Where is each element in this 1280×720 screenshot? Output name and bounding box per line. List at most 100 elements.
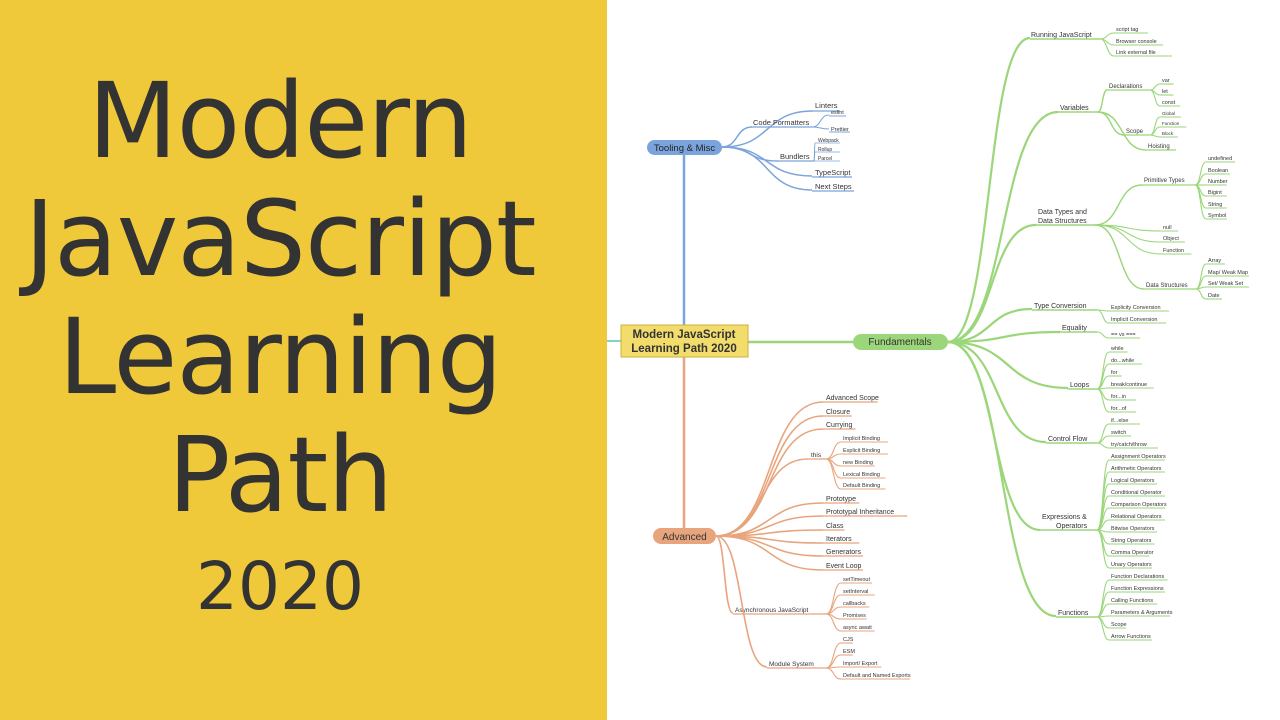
leaf-node: ESM (843, 649, 855, 655)
leaf-node: Comparison Operators (1111, 502, 1167, 508)
connector-line (825, 613, 842, 632)
leaf-node: Default and Named Exports (843, 673, 911, 679)
connector-line (1096, 529, 1110, 569)
leaf-node: Relational Operators (1111, 514, 1162, 520)
leaf-node: Set/ Weak Set (1208, 281, 1244, 287)
fundamentals-node (853, 334, 948, 350)
connector-line (721, 126, 753, 148)
connector-line (1099, 32, 1115, 40)
leaf-node: Implicit Binding (843, 436, 880, 442)
central-title: Learning Path 2020 (631, 343, 736, 355)
variables-label: Variables (1060, 105, 1089, 112)
leaf-node: undefined (1208, 156, 1232, 162)
leaf-node: String (1208, 202, 1222, 208)
leaf-node: setTimeout (843, 577, 870, 583)
leaf-node: Browser console (1116, 39, 1157, 45)
leaf-node: Conditional Operator (1111, 490, 1162, 496)
leaf-node: Function Expressions (1111, 586, 1164, 592)
typescript-label: TypeScript (815, 168, 851, 177)
leaf-node: const (1162, 100, 1176, 106)
connector-line (947, 340, 1047, 444)
leaf-node: Logical Operators (1111, 478, 1155, 484)
connector-line (715, 535, 824, 571)
connector-line (1097, 89, 1108, 113)
leaf-node: Arrow Functions (1111, 634, 1151, 640)
connector-line (825, 453, 842, 460)
connector-line (825, 458, 842, 490)
leaf-node: Function (1163, 248, 1184, 254)
advanced-item: Class (826, 523, 844, 530)
leaf-node: null (1163, 225, 1172, 231)
connector-line (1149, 134, 1161, 138)
connector-line (811, 114, 830, 128)
connector-line (1149, 116, 1161, 136)
leaf-node: Array (1208, 258, 1221, 264)
control-flow-label: Control Flow (1048, 436, 1088, 443)
leaf-node: String Operators (1111, 538, 1152, 544)
equality-label: Equality (1062, 325, 1087, 332)
connector-line (715, 535, 768, 668)
connector-line (1096, 442, 1110, 449)
connector-line (721, 146, 813, 191)
connector-line (811, 126, 830, 130)
leaf-node: Explicit Binding (843, 448, 880, 454)
connector-line (1194, 161, 1207, 186)
linters-label: Linters (815, 101, 838, 110)
connector-line (1096, 616, 1110, 641)
leaf-node: switch (1111, 430, 1126, 436)
leaf-node: new Binding (843, 460, 873, 466)
leaf-node: var (1162, 78, 1170, 84)
connector-line (1096, 331, 1110, 339)
scope-label: Scope (1126, 129, 1144, 135)
connector-line (1094, 184, 1143, 226)
connector-line (1096, 471, 1110, 531)
advanced-item: Currying (826, 422, 853, 429)
title-line: Modern (87, 60, 473, 182)
leaf-node: Date (1208, 293, 1220, 299)
connector-line (825, 582, 842, 615)
leaf-node: Scope (1111, 622, 1127, 628)
leaf-node: Lexical Binding (843, 472, 880, 478)
tooling-label: Tooling & Misc (654, 143, 715, 154)
fundamentals-label: Fundamentals (868, 337, 931, 348)
leaf-node: Number (1208, 179, 1228, 185)
connector-line (947, 340, 1069, 390)
leaf-node: Webpack (818, 138, 839, 144)
leaf-node: Boolean (1208, 168, 1228, 174)
leaf-node: Implicit Conversion (1111, 317, 1157, 323)
leaf-node: script tag (1116, 27, 1138, 33)
leaf-node: Comma Operator (1111, 550, 1154, 556)
leaf-node: Parameters & Arguments (1111, 610, 1173, 616)
leaf-node: Assignment Operators (1111, 454, 1166, 460)
primitive-types-label: Primitive Types (1144, 178, 1185, 184)
central-title: Modern JavaScript (633, 329, 736, 341)
title-panel: Modern JavaScript Learning Path 2020 (0, 0, 607, 720)
connector-line (1149, 83, 1161, 91)
advanced-item: Prototype (826, 496, 856, 503)
connector-line (715, 458, 809, 537)
expressions-label: Operators (1056, 523, 1088, 530)
advanced-item: Iterators (826, 536, 852, 543)
connector-line (947, 223, 1037, 344)
leaf-node: do...while (1111, 358, 1134, 364)
connector-line (825, 667, 842, 680)
hoisting-label: Hoisting (1148, 144, 1170, 150)
functions-label: Functions (1058, 610, 1089, 617)
leaf-node: setInterval (843, 589, 868, 595)
data-structures-label: Data Structures (1146, 283, 1188, 289)
async-label: Asynchronous JavaScript (735, 607, 809, 614)
declarations-label: Declarations (1109, 84, 1142, 90)
data-types-label: Data Types and (1038, 209, 1087, 216)
loops-label: Loops (1070, 382, 1090, 389)
leaf-node: Calling Functions (1111, 598, 1153, 604)
connector-line (1149, 89, 1161, 107)
title-line: JavaScript (24, 178, 536, 300)
advanced-item: Generators (826, 549, 862, 556)
leaf-node: Rollup (818, 147, 832, 153)
leaf-node: Block (1162, 131, 1174, 136)
leaf-node: Function Declarations (1111, 574, 1164, 580)
advanced-label: Advanced (662, 532, 706, 543)
connector-line (947, 340, 1057, 618)
leaf-node: Bigint (1208, 190, 1222, 196)
